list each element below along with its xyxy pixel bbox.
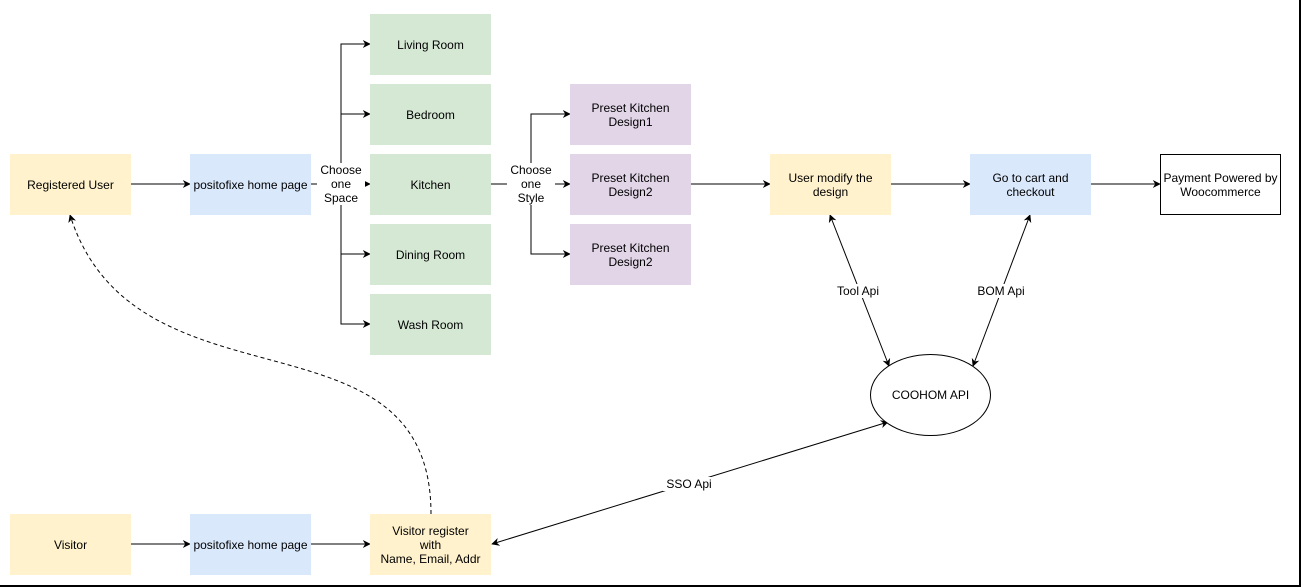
label-tool-api: Tool Api — [832, 284, 884, 298]
node-wash-room: Wash Room — [370, 294, 491, 355]
edge-branch-bedroom — [340, 110, 371, 184]
node-preset-design-2b: Preset Kitchen Design2 — [570, 224, 691, 285]
frame-bottom-edge — [0, 585, 1301, 587]
node-dining-room: Dining Room — [370, 224, 491, 285]
edge-branch-preset3 — [530, 184, 571, 258]
label-bom-api: BOM Api — [974, 284, 1028, 298]
node-registered-user: Registered User — [10, 154, 131, 215]
node-living-room: Living Room — [370, 14, 491, 75]
node-preset-design-2a: Preset Kitchen Design2 — [570, 154, 691, 215]
node-preset-design-1: Preset Kitchen Design1 — [570, 84, 691, 145]
node-home-page-bottom: positofixe home page — [190, 514, 311, 575]
edge-branch-wash-room — [340, 184, 371, 328]
label-choose-space: Choose one Space — [317, 163, 365, 205]
node-home-page-top: positofixe home page — [190, 154, 311, 215]
label-choose-style: Choose one Style — [507, 163, 555, 205]
node-cart-checkout: Go to cart and checkout — [970, 154, 1091, 215]
frame-right-edge — [1299, 0, 1301, 587]
edge-branch-preset1 — [530, 110, 571, 184]
node-kitchen: Kitchen — [370, 154, 491, 215]
node-visitor-register: Visitor register with Name, Email, Addr — [370, 514, 491, 575]
node-coohom-api: COOHOM API — [870, 354, 991, 436]
node-bedroom: Bedroom — [370, 84, 491, 145]
label-sso-api: SSO Api — [663, 477, 715, 491]
edge-register-to-registered-user — [68, 214, 432, 515]
node-payment: Payment Powered by Woocommerce — [1160, 154, 1281, 215]
node-user-modify: User modify the design — [770, 154, 891, 215]
node-visitor: Visitor — [10, 514, 131, 575]
